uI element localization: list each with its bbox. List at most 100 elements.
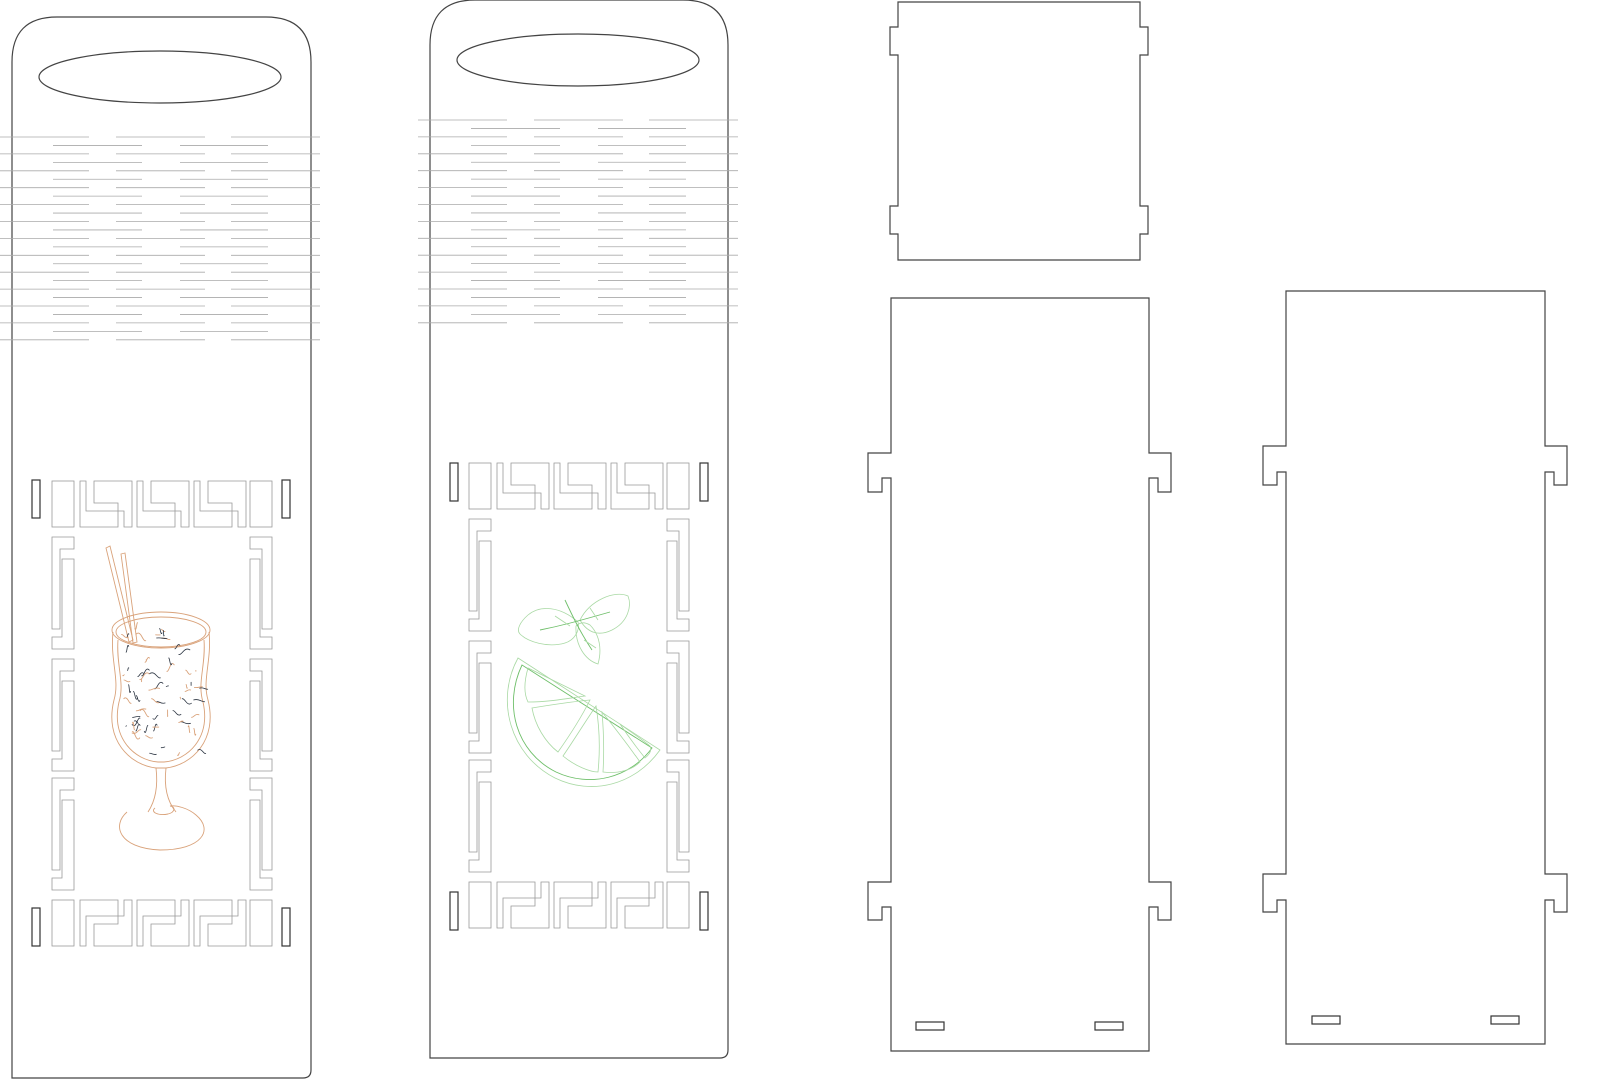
ice-scribble [135, 708, 147, 712]
fret-key [193, 480, 247, 528]
ice-scribble [145, 735, 154, 739]
ice-scribble [137, 672, 145, 677]
fret-key [79, 899, 133, 947]
fret-square [51, 480, 75, 528]
back-panel-outline [429, 0, 729, 1059]
ice-scribble [162, 630, 165, 637]
mint-leaf-bottom [575, 622, 601, 665]
ice-scribble [174, 644, 181, 650]
ice-scribble [156, 701, 166, 704]
ice-scribble [176, 752, 181, 756]
glass-bowl-inner [117, 639, 205, 763]
ice-scribble [179, 696, 182, 700]
fret-square [249, 899, 273, 947]
fret-square [468, 881, 492, 929]
back-slot-bottom-right [699, 891, 709, 931]
front-slot-top-left [31, 479, 41, 519]
fret-square [666, 881, 690, 929]
straw-1 [105, 545, 134, 643]
ice-scribble [180, 721, 191, 725]
back-slot-top-left [449, 462, 459, 502]
ice-scribble [139, 709, 150, 718]
lime-segment-2 [531, 699, 591, 753]
mint-leaves-artwork [518, 594, 630, 665]
lime-rind-outer [506, 657, 661, 787]
side-panel-left [867, 297, 1172, 1052]
lime-segment-4 [601, 710, 641, 773]
ice-scribble [184, 689, 192, 692]
ice-scribble [126, 633, 130, 637]
ice-scribble [122, 674, 125, 677]
glass-rim-inner [115, 616, 207, 648]
back-panel [418, 0, 738, 1059]
back-slot-top-right [699, 462, 709, 502]
ice-scribble [132, 721, 135, 731]
fret-key [136, 480, 190, 528]
ice-scribble [125, 644, 130, 653]
side-right-bottom-slot-2 [1490, 1015, 1520, 1025]
ice-scribble [128, 684, 131, 694]
ice-scribble [143, 725, 149, 733]
glass-bowl-outline [111, 631, 211, 769]
lime-rind-inner [513, 664, 653, 780]
glass-foot [119, 805, 205, 851]
back-panel-living-hinge [418, 119, 738, 324]
ice-scribble [160, 628, 166, 633]
side-panel-right-outline [1262, 290, 1568, 1045]
fret-side-key [249, 536, 273, 650]
fret-side-key [468, 640, 492, 754]
ice-scribble [150, 698, 161, 704]
glass-foot-inner [153, 805, 175, 815]
ice-scribble [132, 691, 138, 700]
ice-scribble [199, 687, 209, 690]
ice-scribble [149, 752, 157, 755]
glass-rim [111, 611, 211, 649]
ice-scribble [193, 699, 206, 703]
fret-side-key [666, 640, 690, 754]
ice-scribble [181, 698, 192, 705]
ice-scribble [131, 731, 141, 740]
back-panel-handle-hole [456, 33, 700, 87]
ice-scribble [185, 684, 188, 689]
ice-scribble [132, 716, 141, 718]
fret-side-key [249, 658, 273, 772]
front-slot-bottom-right [281, 907, 291, 947]
ice-scribble [191, 713, 200, 718]
front-panel-outline [11, 16, 312, 1079]
mint-vein-3 [554, 607, 599, 649]
fret-square [468, 462, 492, 510]
ice-scribble [168, 657, 173, 666]
front-panel-greek-fret-border [51, 480, 273, 947]
fret-key [79, 480, 133, 528]
ice-scribble [123, 697, 132, 704]
fret-key [496, 881, 550, 929]
ice-scribble [160, 746, 166, 749]
fret-key [610, 881, 664, 929]
ice-scribble [120, 633, 129, 639]
ice-scribble [165, 685, 169, 687]
lime-segment-3 [562, 704, 600, 773]
side-right-bottom-slot-1 [1311, 1015, 1341, 1025]
fret-square [51, 899, 75, 947]
fret-key [193, 899, 247, 947]
ice-scribble [135, 632, 147, 642]
back-panel-greek-fret-border [468, 462, 690, 929]
top-lid-outline [889, 1, 1149, 261]
cocktail-glass-artwork [105, 545, 211, 851]
fret-side-key [51, 658, 75, 772]
ice-scribble [135, 723, 141, 732]
cocktail-ice-texture [120, 622, 209, 756]
ice-scribble [152, 715, 159, 720]
ice-scribble [172, 710, 182, 716]
ice-scribble [139, 672, 150, 681]
ice-scribble [187, 725, 191, 733]
front-slot-top-right [281, 479, 291, 519]
ice-scribble [197, 749, 207, 754]
lime-slice-artwork [506, 657, 661, 787]
side-panel-left-outline [867, 297, 1172, 1052]
front-panel-handle-hole [38, 50, 282, 104]
ice-scribble [178, 720, 184, 723]
fret-key [136, 899, 190, 947]
